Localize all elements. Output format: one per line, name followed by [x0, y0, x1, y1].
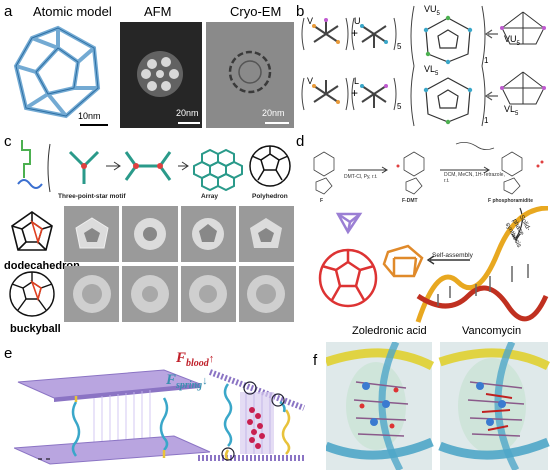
panel-f-structures: [326, 342, 550, 470]
scalebar-afm: [178, 122, 200, 124]
count-l: 5: [397, 102, 402, 111]
compound-f-phosphoramidite: F phosphoramidite: [488, 198, 533, 204]
panel-c-assembly: [17, 140, 291, 193]
dodecahedron-label: dodecahedron: [4, 260, 80, 272]
panel-e-label: e: [4, 345, 13, 362]
reagent-1: DMT-Cl, Py, r.t.: [344, 174, 378, 180]
compound-f-dmt: F-DMT: [402, 198, 418, 204]
buckyball-em-row: [64, 266, 294, 322]
afm-image: [120, 22, 202, 128]
dodeca-em-1: [64, 206, 120, 262]
bracket-count-top: 1: [484, 56, 489, 65]
cryoem-image: [206, 22, 294, 128]
panel-d-label: d: [296, 133, 305, 150]
reagent-2: DCM, MeCN, 1H-Tetrazole, r.t.: [444, 172, 505, 184]
atomic-model-image: [13, 25, 101, 119]
side-label-vl: VL5: [504, 104, 519, 117]
panel-d-assembly: [318, 206, 549, 323]
count-u: 5: [397, 42, 402, 51]
panel-f-label: f: [313, 352, 318, 369]
panel-b-diagram: [301, 5, 546, 127]
bucky-em-2: [122, 266, 178, 322]
scalebar-label-atomic: 10nm: [78, 111, 101, 121]
piece-l: L: [354, 76, 360, 86]
bucky-em-1: [64, 266, 120, 322]
dodeca-em-3: [180, 206, 236, 262]
bucky-em-3: [180, 266, 236, 322]
afm-title: AFM: [144, 4, 172, 19]
bucky-em-4: [238, 266, 294, 322]
scalebar-atomic: [80, 124, 108, 126]
dodeca-em-4: [238, 206, 294, 262]
panel-b-label: b: [296, 3, 305, 20]
product-vl: VL5: [424, 64, 439, 77]
buckyball-label: buckyball: [10, 323, 61, 335]
dodecahedron-model: [11, 211, 53, 251]
piece-u: U: [354, 16, 361, 26]
force-spring: Fspring↓: [166, 372, 208, 391]
compound-f: F: [320, 198, 324, 204]
dodecahedron-em-row: [64, 206, 294, 262]
cryoem-title: Cryo-EM: [230, 4, 282, 19]
bracket-count-bottom: 1: [484, 116, 489, 125]
self-assembly-label: Self-assembly: [432, 252, 473, 259]
panel-a-label: a: [4, 3, 13, 20]
buckyball-model: [9, 271, 55, 317]
atomic-model-title: Atomic model: [33, 4, 112, 19]
scalebar-cryoem: [265, 122, 289, 124]
side-label-vu: VU5: [504, 34, 520, 47]
array-label: Array: [201, 193, 218, 200]
piece-v-bottom: V: [307, 76, 314, 86]
force-blood: Fblood↑: [176, 350, 215, 369]
three-point-star-label: Three-point-star motif: [58, 193, 126, 200]
product-vu: VU5: [424, 4, 440, 17]
panel-e-diagram: [14, 369, 306, 465]
panel-c-label: c: [4, 133, 12, 150]
piece-v-top: V: [307, 16, 314, 26]
dodeca-em-2: [122, 206, 178, 262]
polyhedron-label: Polyhedron: [252, 193, 288, 200]
vancomycin-title: Vancomycin: [462, 325, 522, 337]
synthesis-scheme: [313, 142, 544, 195]
zoledronic-title: Zoledronic acid: [352, 325, 427, 337]
scalebar-label-cryoem: 20nm: [262, 108, 285, 118]
scalebar-label-afm: 20nm: [176, 108, 199, 118]
